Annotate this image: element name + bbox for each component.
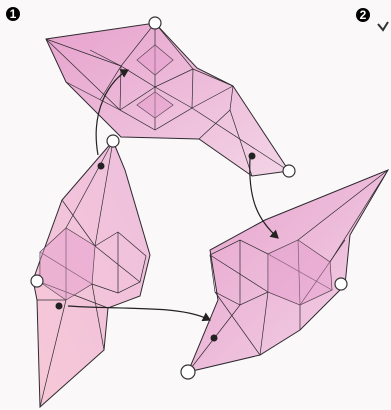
- open-circle-icon: [107, 135, 119, 147]
- open-circle-icon: [283, 165, 295, 177]
- left-unit-piece: [33, 141, 150, 407]
- check-mark-icon: [378, 22, 388, 30]
- filled-dot-icon: [211, 335, 218, 342]
- filled-dot-icon: [249, 153, 256, 160]
- step-2-label: 2: [360, 8, 367, 22]
- open-circle-icon: [149, 17, 161, 29]
- right-unit-piece: [188, 170, 388, 372]
- open-circle-icon: [335, 278, 347, 290]
- open-circle-icon: [31, 275, 43, 287]
- open-circle-icon: [181, 365, 195, 379]
- step-2-badge: 2: [356, 8, 370, 22]
- filled-dot-icon: [98, 163, 105, 170]
- step-1-badge: 1: [6, 7, 20, 21]
- filled-dot-icon: [56, 303, 63, 310]
- step-1-label: 1: [10, 7, 17, 21]
